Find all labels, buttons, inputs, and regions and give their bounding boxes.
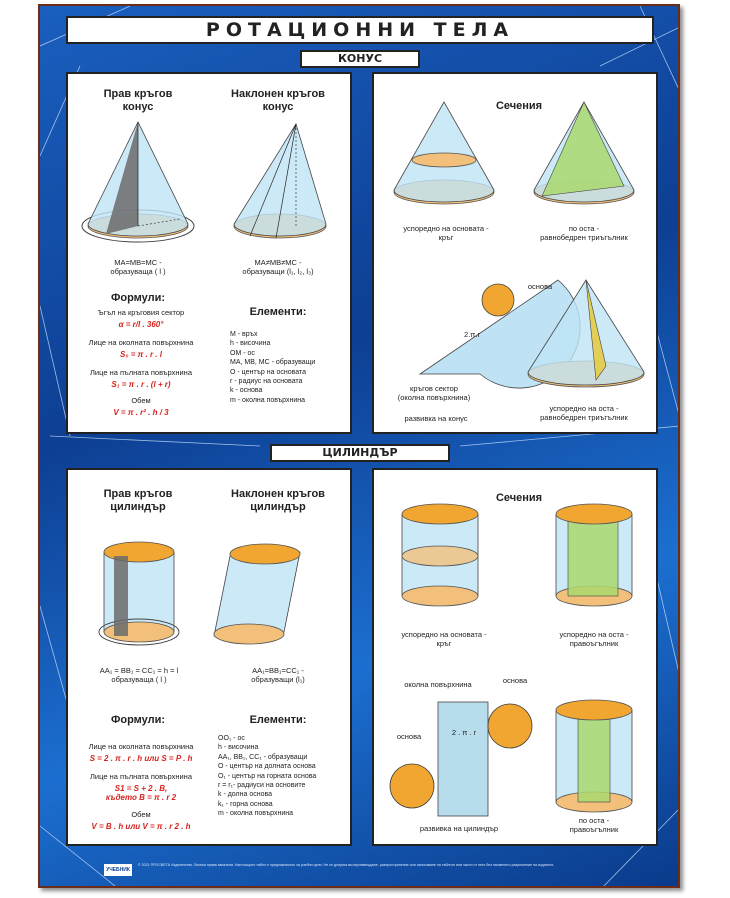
lateral-surface-label: околна повърхнина [404, 680, 472, 689]
right-cone-generators: MA=MB=MC - образуваща ( l ) [110, 258, 166, 276]
cone-elements-list: M - връх h - височина OM - ос MA, MB, MC… [230, 330, 350, 405]
cone-formula-expr: α = r/l . 360° [118, 320, 164, 329]
cone-element-item: k - основа [230, 387, 263, 395]
right-cylinder-title: Прав кръгов цилиндър [103, 488, 173, 513]
cylinder-formula-expr: V = B . h или V = π . r 2 . h [91, 822, 191, 831]
cone-element-item: O - център на основата [230, 368, 307, 376]
footer: УЧЕБНИК © 2021 ПРОСВЕТА Издателство. Вси… [104, 862, 644, 878]
cylinder-element-item: O₁ - център на горната основа [218, 772, 317, 780]
cylinder-element-item: m - околна повърхнина [218, 810, 294, 818]
cone-figures [81, 121, 327, 243]
cone-section-caption: успоредно на основата - кръг [403, 224, 489, 242]
cylinder-formulas-title: Формули: [110, 714, 166, 726]
cylinder-formula-label: Обем [131, 810, 151, 819]
arc-label: 2.π.r [463, 330, 480, 339]
net-caption: развивка на конус [404, 414, 468, 423]
cone-formula-label: Ъгъл на кръговия сектор [97, 308, 185, 317]
cylinder-net-caption: развивка на цилиндър [419, 824, 499, 833]
cylinder-section-caption: успоредно на основата - кръг [401, 630, 487, 648]
cone-sections-title: Сечения [495, 100, 543, 112]
cone-element-item: MA, MB, MC - образуващи [230, 359, 316, 367]
cone-element-item: r - радиус на основата [230, 378, 303, 386]
cylinder-element-item: k₁ - горна основа [218, 800, 273, 808]
oblique-cone-generators: MA≠MB≠MC - образуващи (l₁, l₂, l₃) [242, 258, 314, 276]
cone-element-item: m - околна повърхнина [230, 396, 306, 404]
cylinder-element-item: AA₁, BB₁, CC₁ - образуващи [218, 753, 308, 761]
cone-section-caption: по оста - равнобедрен триъгълник [540, 224, 628, 242]
base-label: основа [396, 732, 422, 741]
cylinder-elements-title: Елементи: [249, 714, 307, 726]
base-label: основа [502, 676, 528, 685]
cylinder-elements-list: OO₁ - ос h - височина AA₁, BB₁, CC₁ - об… [218, 734, 350, 819]
cylinder-formula-label: Лице на пълната повърхнина [90, 772, 192, 781]
cone-element-item: OM - ос [230, 349, 255, 357]
cone-formula-expr: S₀ = π . r . l [120, 350, 162, 359]
cylinder-element-item: k - долна основа [218, 791, 273, 799]
cone-sections-panel: Сечения успоредно на основата - кръг по … [372, 72, 658, 434]
cylinder-formula-expr: S = 2 . π . r . h или S = P . h [89, 754, 193, 763]
right-cone-title: Прав кръгов конус [103, 88, 173, 113]
cylinder-sections-panel: Сечения успоредно на основата - кръг усп… [372, 468, 658, 846]
cone-formula-label: Лице на околната повърхнина [88, 338, 194, 347]
page-title: РОТАЦИОННИ ТЕЛА [66, 16, 654, 44]
oblique-cylinder-generators: AA₁=BB₁=CC₁ - образуващи (l₁) [251, 666, 305, 684]
cylinder-definition-panel: Прав кръгов цилиндър Наклонен кръгов цил… [66, 468, 352, 846]
right-cylinder-generators: AA₁ = BB₁ = CC₁ = h = l образуваща ( l ) [99, 666, 179, 684]
cone-definition-panel: Прав кръгов конус Наклонен кръгов конус … [66, 72, 352, 434]
cylinder-element-item: h - височина [218, 744, 259, 752]
cylinder-element-item: OO₁ - ос [218, 735, 245, 742]
poster: РОТАЦИОННИ ТЕЛА КОНУС Прав кръгов конус … [38, 4, 680, 888]
cone-section-figures [393, 101, 645, 389]
cylinder-section-label: ЦИЛИНДЪР [270, 444, 450, 462]
cone-element-item: h - височина [230, 340, 271, 348]
oblique-cylinder-title: Наклонен кръгов цилиндър [231, 488, 325, 513]
cone-section-label: КОНУС [300, 50, 420, 68]
cylinder-figures [98, 541, 301, 646]
cylinder-formula-expr: S1 = S + 2 . B, където B = π . r 2 [105, 784, 177, 802]
cylinder-section-caption: по оста - правоъгълник [569, 816, 619, 834]
cylinder-sections-title: Сечения [495, 492, 543, 504]
sector-caption: кръгов сектор (околна повърхнина) [397, 384, 471, 402]
base-label: основа [527, 282, 553, 291]
cone-formula-expr: V = π . r² . h / 3 [113, 408, 169, 417]
cone-elements-title: Елементи: [249, 306, 307, 318]
publisher-logo: УЧЕБНИК [104, 864, 132, 876]
cone-formula-label: Обем [131, 396, 151, 405]
footer-copyright: © 2021 ПРОСВЕТА Издателство. Всички прав… [138, 863, 555, 867]
oblique-cone-title: Наклонен кръгов конус [231, 88, 325, 113]
cylinder-element-item: O - център на долната основа [218, 763, 316, 771]
cylinder-section-caption: успоредно на оста - правоъгълник [559, 630, 629, 648]
cylinder-element-item: r = r₁- радиуси на основите [218, 782, 306, 790]
width-label: 2 . π . r [451, 728, 477, 737]
cone-section-caption: успоредно на оста - равнобедрен триъгълн… [540, 404, 628, 422]
cylinder-section-figures [389, 503, 633, 817]
cone-formula-label: Лице на пълната повърхнина [90, 368, 192, 377]
cylinder-formula-label: Лице на околната повърхнина [88, 742, 194, 751]
cone-formula-expr: S₁ = π . r . (l + r) [111, 380, 171, 389]
cone-element-item: M - връх [230, 331, 258, 338]
cone-formulas-title: Формули: [110, 292, 166, 304]
